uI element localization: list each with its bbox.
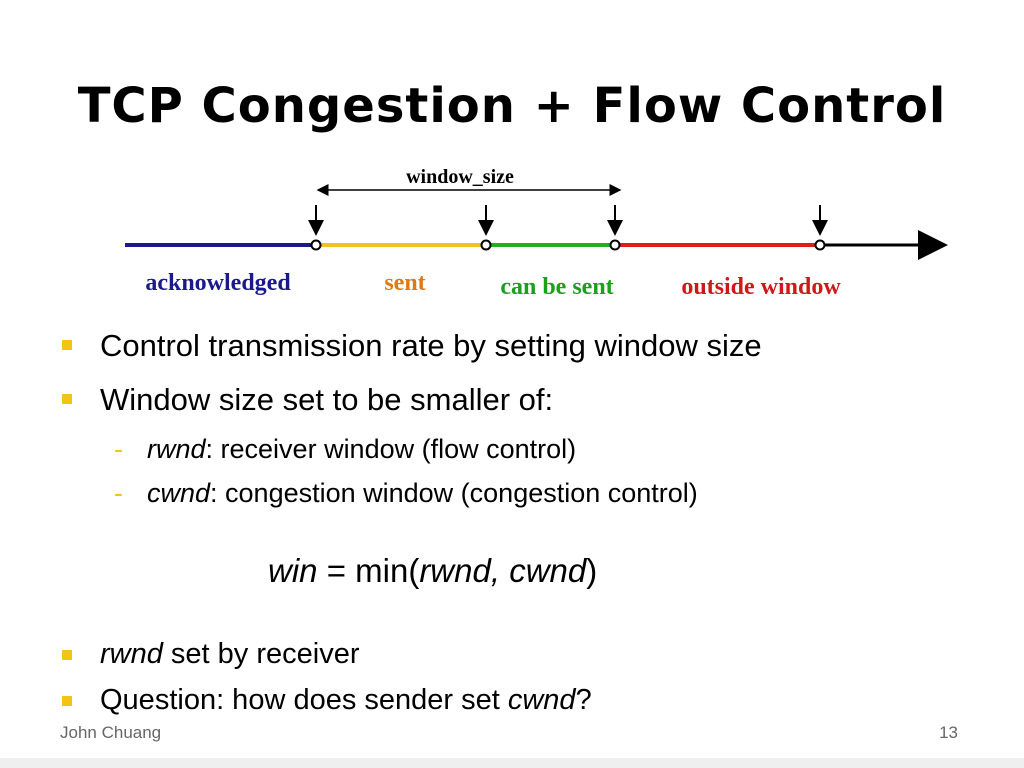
boundary-dot-2: [480, 239, 492, 251]
formula-win: win: [268, 552, 318, 589]
formula-min: = min(: [317, 552, 420, 589]
bottom-strip: [0, 758, 1024, 768]
square-bullet-icon: [62, 340, 72, 350]
bullet-3-text: rwnd set by receiver: [100, 638, 360, 671]
label-can-be-sent: can be sent: [500, 274, 613, 300]
boundary-dot-1: [310, 239, 322, 251]
sliding-window-diagram: window_size acknowledged sent can be sen…: [125, 166, 948, 300]
footer-author: John Chuang: [60, 723, 162, 742]
rwnd-term: rwnd: [100, 638, 163, 670]
sub-bullet-2-text: cwnd: congestion window (congestion cont…: [147, 478, 698, 509]
boundary-dot-3: [609, 239, 621, 251]
bullet-1-text: Control transmission rate by setting win…: [100, 328, 762, 363]
bullet-2-text: Window size set to be smaller of:: [100, 382, 554, 417]
bullet-3-rest: set by receiver: [162, 638, 360, 670]
dash-bullet-icon: -: [114, 434, 123, 464]
boundary-dot-4: [814, 239, 826, 251]
square-bullet-icon: [62, 650, 72, 660]
formula-rwnd: rwnd: [419, 552, 491, 589]
sub-bullet-2-rest: : congestion window (congestion control): [210, 478, 698, 508]
slide-title: TCP Congestion + Flow Control: [77, 78, 947, 134]
label-sent: sent: [384, 270, 425, 296]
sub-bullet-1-text: rwnd: receiver window (flow control): [147, 434, 576, 465]
bullet-4-end: ?: [575, 684, 592, 716]
cwnd-term: cwnd: [147, 478, 211, 508]
window-size-label: window_size: [406, 166, 514, 188]
label-outside-window: outside window: [681, 274, 841, 300]
rwnd-term: rwnd: [147, 434, 206, 464]
sub-bullet-1-rest: : receiver window (flow control): [205, 434, 577, 464]
square-bullet-icon: [62, 696, 72, 706]
formula-close: ): [586, 552, 598, 589]
formula-cwnd: cwnd: [509, 552, 587, 589]
dash-bullet-icon: -: [114, 478, 123, 508]
cwnd-term: cwnd: [507, 684, 576, 716]
page-number: 13: [939, 723, 958, 742]
label-acknowledged: acknowledged: [145, 270, 291, 296]
square-bullet-icon: [62, 394, 72, 404]
bullet-4-lead: Question: how does sender set: [100, 684, 508, 716]
window-formula: win = min(rwnd, cwnd): [268, 552, 597, 590]
bullet-4-text: Question: how does sender set cwnd?: [100, 684, 592, 717]
formula-sep: ,: [490, 552, 510, 589]
